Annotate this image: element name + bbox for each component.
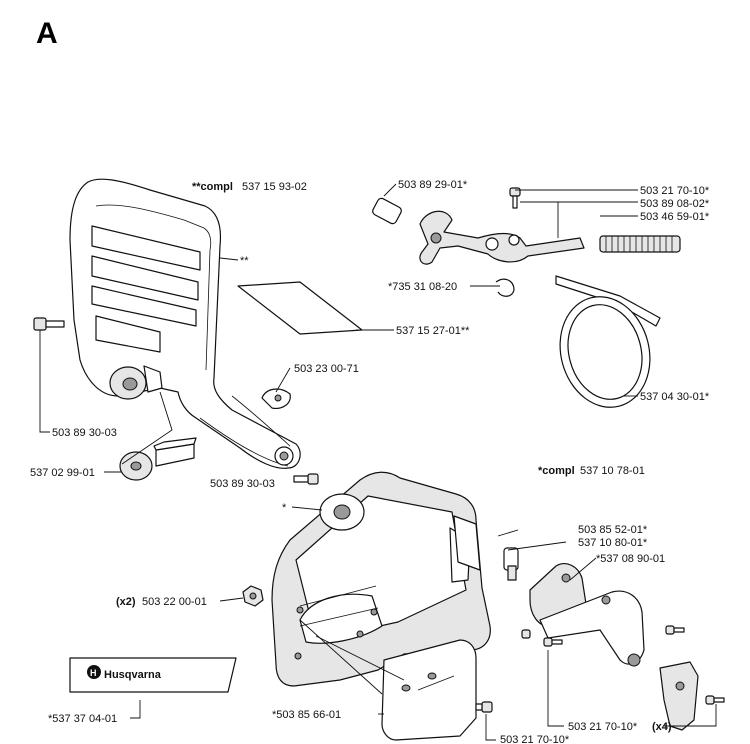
label-compl-top-bold: **compl bbox=[192, 181, 233, 193]
warning-plate bbox=[237, 281, 363, 335]
screw-left bbox=[33, 317, 65, 331]
label-screw-top: 503 21 70-10* bbox=[640, 185, 710, 197]
label-part-02-99: 537 02 99-01 bbox=[30, 467, 95, 479]
chain-catcher bbox=[659, 661, 699, 731]
label-part-10-80: 537 10 80-01* bbox=[578, 537, 648, 549]
label-compl-top-num: 537 15 93-02 bbox=[242, 181, 307, 193]
e-clip bbox=[495, 278, 515, 297]
screw-top bbox=[509, 187, 521, 209]
label-plate: 537 15 27-01** bbox=[396, 325, 470, 337]
label-screw-x4-num: 503 21 70-10* bbox=[568, 721, 638, 733]
label-part-89-08: 503 89 08-02* bbox=[640, 198, 710, 210]
label-single-star: * bbox=[282, 502, 287, 514]
leader-lines bbox=[39, 183, 717, 741]
label-decal: *537 37 04-01 bbox=[48, 713, 117, 725]
husqvarna-decal: H Husqvarna bbox=[69, 657, 237, 693]
brand-name: Husqvarna bbox=[104, 669, 162, 681]
label-lever-screw: 503 89 29-01* bbox=[398, 179, 468, 191]
clutch-cover bbox=[271, 471, 491, 687]
label-part-08-90: *537 08 90-01 bbox=[596, 553, 665, 565]
brake-band bbox=[555, 275, 661, 408]
label-screw-x4-qty: (x4) bbox=[652, 721, 672, 733]
chain-brake-handle bbox=[69, 178, 301, 469]
label-screw-bottom: 503 89 30-03 bbox=[210, 478, 275, 490]
label-screw-left: 503 89 30-03 bbox=[52, 427, 117, 439]
screws-x4 bbox=[521, 625, 725, 705]
label-compl-mid-bold: *compl bbox=[538, 465, 575, 477]
label-screw-bottom-2: 503 21 70-10* bbox=[500, 734, 570, 744]
label-clip: *735 31 08-20 bbox=[388, 281, 457, 293]
label-part-23-00: 503 23 00-71 bbox=[294, 363, 359, 375]
label-part-85-52: 503 85 52-01* bbox=[578, 524, 648, 536]
guide-pin bbox=[503, 547, 519, 581]
section-letter: A bbox=[36, 17, 58, 50]
label-band: 537 04 30-01* bbox=[640, 391, 710, 403]
cover-plate bbox=[381, 639, 477, 741]
label-double-star: ** bbox=[240, 255, 249, 267]
brake-lever-assembly bbox=[372, 197, 585, 265]
chain-guide bbox=[529, 563, 645, 667]
nut bbox=[242, 585, 264, 607]
handle-pivot bbox=[109, 365, 163, 400]
pivot-washer bbox=[119, 437, 197, 481]
clip-part bbox=[261, 388, 291, 409]
label-spring: 503 46 59-01* bbox=[640, 211, 710, 223]
screw-bottom bbox=[293, 473, 319, 485]
spring bbox=[599, 235, 681, 253]
svg-text:H: H bbox=[90, 668, 97, 678]
screw-bottom-2 bbox=[475, 701, 493, 713]
label-cover-plate: *503 85 66-01 bbox=[272, 709, 341, 721]
label-nut: 503 22 00-01 bbox=[142, 596, 207, 608]
label-compl-mid-num: 537 10 78-01 bbox=[580, 465, 645, 477]
label-nut-qty: (x2) bbox=[116, 596, 136, 608]
